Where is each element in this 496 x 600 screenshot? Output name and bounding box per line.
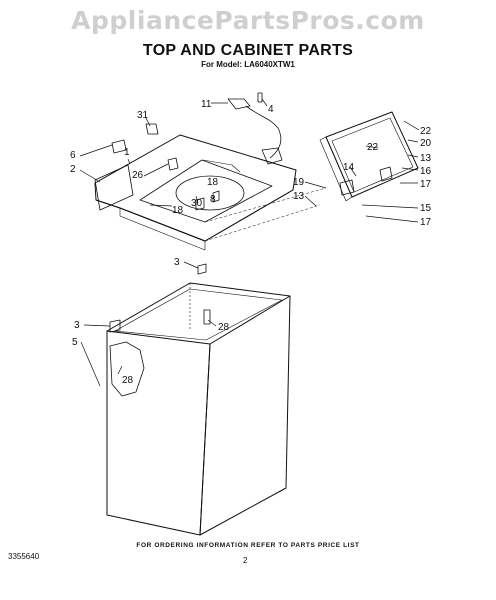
callout-14: 14 — [343, 162, 355, 173]
callout-8: 8 — [210, 194, 216, 205]
callout-3-lower: 3 — [74, 320, 80, 331]
callout-6: 6 — [70, 150, 76, 161]
callout-18-top: 18 — [172, 205, 184, 216]
callout-28-upper: 28 — [218, 322, 230, 333]
callout-13-right: 13 — [420, 153, 432, 164]
callout-13-left: 13 — [293, 191, 305, 202]
callout-3-upper: 3 — [174, 257, 180, 268]
callout-19: 19 — [293, 177, 305, 188]
callout-31: 31 — [137, 110, 149, 121]
model-line: For Model: LA6040XTW1 — [201, 60, 295, 69]
callout-18-center: 18 — [207, 177, 219, 188]
cabinet — [106, 282, 291, 536]
document-number: 3355640 — [8, 552, 40, 561]
ordering-note: FOR ORDERING INFORMATION REFER TO PARTS … — [136, 542, 360, 549]
diagram-title: TOP AND CABINET PARTS — [142, 42, 354, 59]
callout-16: 16 — [420, 166, 432, 177]
small-parts — [109, 92, 393, 333]
callout-15: 15 — [420, 203, 432, 214]
callout-30: 30 — [191, 198, 203, 209]
callout-labels: 31 6 1 2 26 30 8 18 18 11 4 22 22 20 13 … — [70, 99, 432, 386]
callout-1: 1 — [124, 147, 130, 158]
callout-26: 26 — [132, 170, 144, 181]
leader-lines — [79, 98, 420, 387]
lid-switch-harness — [227, 98, 283, 165]
callout-17-upper: 17 — [420, 179, 432, 190]
cabinet-top — [94, 134, 297, 251]
callout-5: 5 — [72, 337, 78, 348]
page-number: 2 — [243, 556, 248, 565]
callout-22-right: 22 — [420, 126, 432, 137]
callout-20: 20 — [420, 138, 432, 149]
callout-2: 2 — [70, 164, 76, 175]
lid — [319, 111, 419, 202]
callout-17-lower: 17 — [420, 217, 432, 228]
callout-22-lid: 22 — [367, 142, 379, 153]
callout-4: 4 — [268, 104, 274, 115]
callout-28-lower: 28 — [122, 375, 134, 386]
watermark: AppliancePartsPros.com — [71, 6, 425, 35]
callout-11: 11 — [201, 99, 212, 110]
